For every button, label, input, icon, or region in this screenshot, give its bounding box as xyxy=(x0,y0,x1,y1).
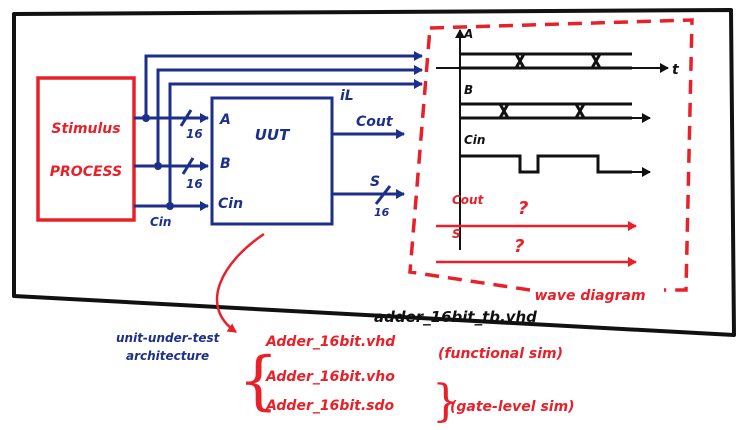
wave-cout-label: Cout xyxy=(452,193,485,207)
uut-corner-label: iL xyxy=(340,88,354,104)
wave-diagram-label: wave diagram xyxy=(534,288,645,304)
uut-port-cin: Cin xyxy=(218,196,243,212)
wave-s-label: S xyxy=(452,227,461,241)
input-wires xyxy=(134,51,423,211)
wave-b-label: B xyxy=(464,83,473,97)
cin-wire-label: Cin xyxy=(150,215,171,229)
wave-a-label: A xyxy=(463,27,473,41)
uut-port-b: B xyxy=(220,156,231,172)
uut-note-line1: unit-under-test xyxy=(116,331,221,345)
testbench-frame xyxy=(12,8,736,337)
bus-a-width: 16 xyxy=(186,127,203,141)
file-vho: Adder_16bit.vho xyxy=(265,369,395,385)
testbench-file-label: adder_16bit_tb.vhd xyxy=(374,308,537,326)
brace-right: } xyxy=(432,376,460,427)
wire-junctions xyxy=(142,114,174,210)
stimulus-label: Stimulus xyxy=(51,121,120,137)
gate-level-sim-note: (gate-level sim) xyxy=(450,399,575,415)
output-wires xyxy=(332,129,405,205)
wave-diagram-box xyxy=(408,18,694,292)
file-sdo: Adder_16bit.sdo xyxy=(265,398,395,414)
wave-s-unknown: ? xyxy=(514,236,524,257)
wave-cin-label: Cin xyxy=(464,133,485,147)
s-output-label: S xyxy=(370,174,380,190)
wave-cout-unknown: ? xyxy=(518,198,528,219)
brace-left: { xyxy=(238,344,279,418)
uut-box xyxy=(210,96,334,226)
bus-b-width: 16 xyxy=(186,177,203,191)
time-axis-label: t xyxy=(672,62,680,78)
process-label: PROCESS xyxy=(50,164,122,180)
uut-note-line2: architecture xyxy=(126,349,209,363)
functional-sim-note: (functional sim) xyxy=(438,346,563,362)
wave-a xyxy=(460,52,632,70)
architecture-leader xyxy=(215,232,265,334)
bus-s-width: 16 xyxy=(374,206,390,219)
stimulus-process-box xyxy=(36,76,136,222)
uut-title: UUT xyxy=(255,126,291,144)
cout-output-label: Cout xyxy=(356,114,394,130)
uut-port-a: A xyxy=(219,112,231,128)
file-vhd: Adder_16bit.vhd xyxy=(265,334,396,350)
wave-b xyxy=(460,102,632,120)
wave-cin xyxy=(460,154,632,174)
